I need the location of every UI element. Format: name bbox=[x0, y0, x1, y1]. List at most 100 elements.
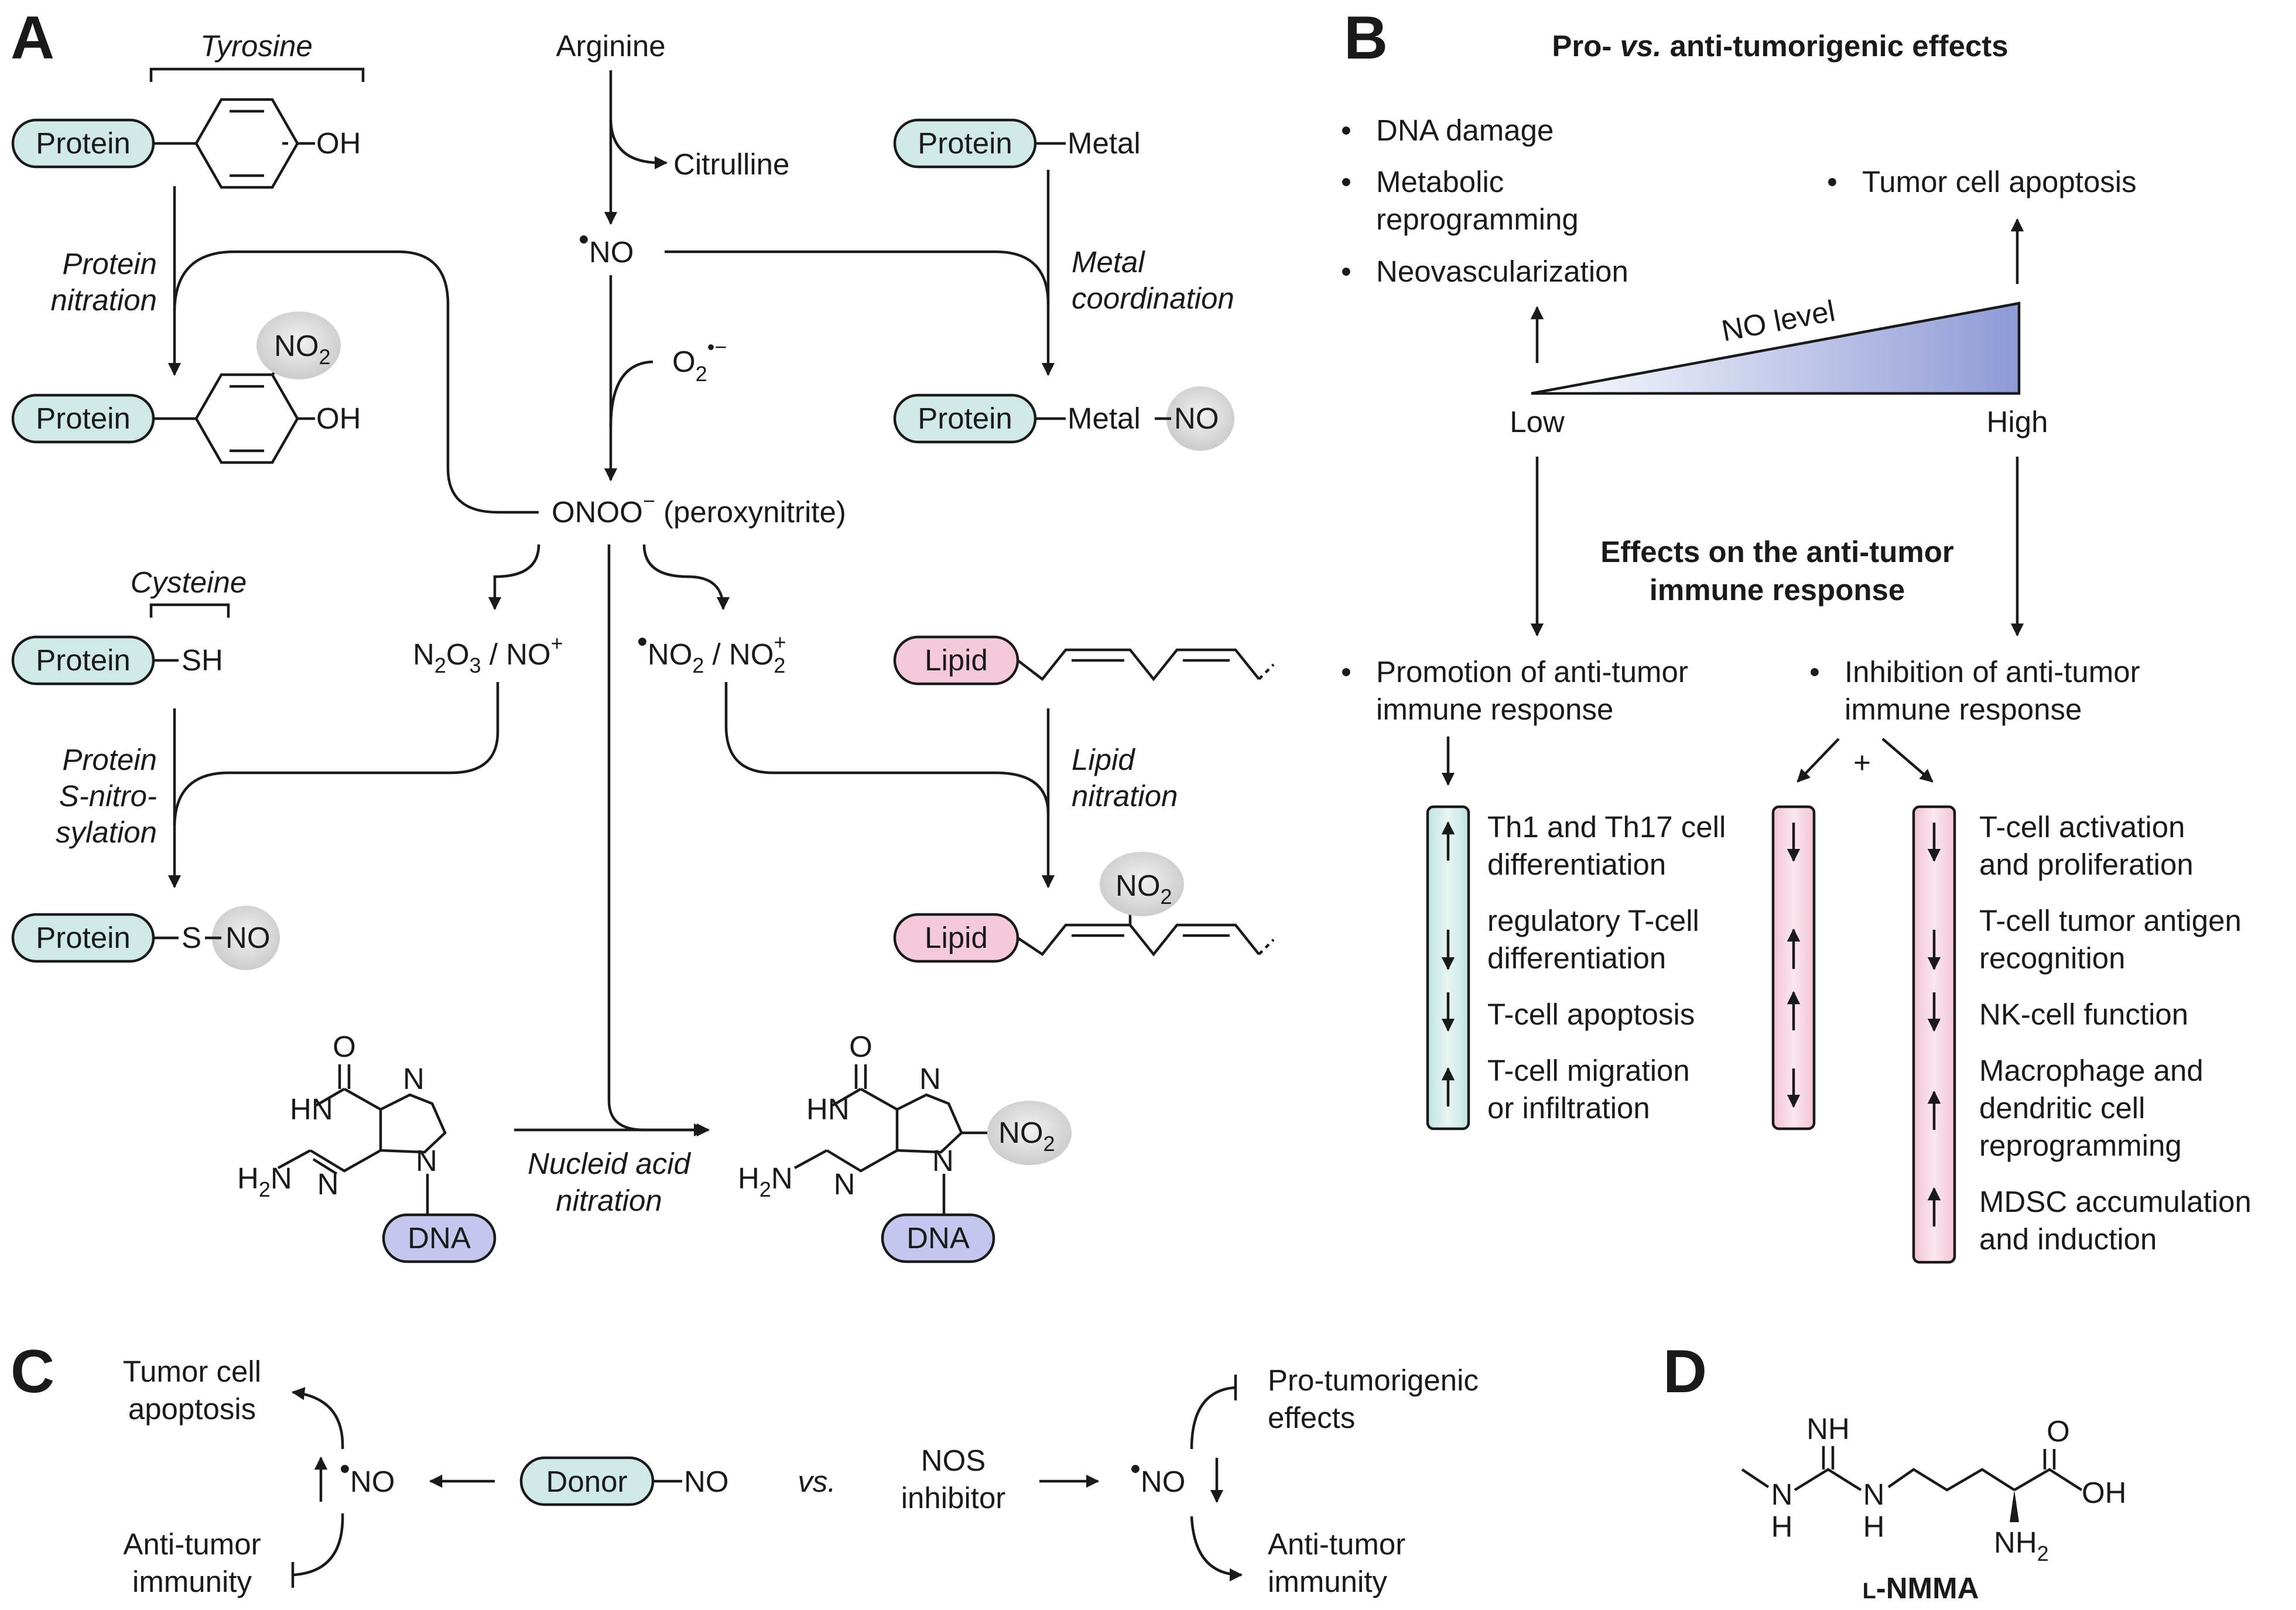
dna-label: DNA bbox=[408, 1221, 471, 1255]
pro-item-metabolic: Metabolic bbox=[1376, 165, 1504, 198]
left-effect-2-line-2: differentiation bbox=[1487, 941, 1666, 975]
low-label: Low bbox=[1510, 405, 1565, 439]
protein-nitration-label-2: nitration bbox=[51, 283, 157, 317]
n-label: N bbox=[919, 1062, 941, 1095]
h2n-label: H2N bbox=[237, 1162, 292, 1201]
imidazole-ring bbox=[379, 1093, 447, 1154]
no2-to-lipid-line bbox=[724, 682, 1050, 814]
nitro-highlight bbox=[256, 311, 341, 379]
protein-nitrotyrosine: Protein OH NO2 bbox=[11, 311, 361, 464]
oh-label: OH bbox=[316, 126, 361, 160]
protein-label: Protein bbox=[918, 402, 1012, 435]
protein-nitration-label-1: Protein bbox=[62, 247, 157, 280]
o-label: O bbox=[849, 1030, 872, 1063]
s-nitrosylation-label-1: Protein bbox=[62, 743, 157, 776]
n-label: N bbox=[932, 1144, 954, 1177]
nitro-highlight bbox=[1166, 386, 1234, 451]
no-inhibits-immunity bbox=[291, 1513, 344, 1588]
carboxyl-bonds bbox=[2013, 1449, 2083, 1491]
citrulline-label: Citrulline bbox=[673, 148, 789, 181]
metal-label: Metal bbox=[1067, 402, 1141, 435]
n-label: N bbox=[1863, 1478, 1885, 1511]
right-effect-2-line-2: recognition bbox=[1979, 941, 2126, 975]
anti-tumor-immunity-right-2: immunity bbox=[1268, 1565, 1388, 1598]
carbonyl bbox=[338, 1064, 351, 1089]
immune-title-2: immune response bbox=[1650, 573, 1905, 607]
bullet: • bbox=[1827, 165, 1838, 198]
protein-metal-no: Protein Metal NO bbox=[893, 386, 1234, 451]
oh-label: OH bbox=[316, 402, 361, 435]
arginine-label: Arginine bbox=[556, 29, 665, 63]
cysteine-bracket bbox=[149, 603, 230, 618]
protein-label: Protein bbox=[36, 643, 131, 677]
bonds bbox=[277, 1149, 338, 1175]
lipid-label: Lipid bbox=[925, 921, 988, 954]
left-effect-4-line-2: or infiltration bbox=[1487, 1091, 1650, 1125]
nh-label: NH bbox=[1806, 1412, 1850, 1445]
no-label-left: •NO bbox=[340, 1452, 395, 1498]
n-label: N bbox=[1771, 1478, 1793, 1511]
panel-b-label: B bbox=[1344, 4, 1388, 72]
h-label: H bbox=[1863, 1510, 1885, 1543]
nos-label-1: NOS bbox=[921, 1444, 986, 1477]
guanine: O HN N H2N N N DNA bbox=[237, 1030, 497, 1263]
n2o3-to-protein-line bbox=[173, 682, 499, 826]
no2-label: NO2 bbox=[274, 329, 331, 369]
panel-b: B Pro- vs. anti-tumorigenic effects • DN… bbox=[1341, 4, 2251, 1264]
panel-c: C Tumor cell apoptosis Anti-tumor immuni… bbox=[11, 1338, 1479, 1598]
panel-a-label: A bbox=[11, 4, 54, 72]
right-effect-3: NK-cell function bbox=[1979, 998, 2188, 1031]
anti-tumor-immunity-label-2: immunity bbox=[132, 1565, 252, 1598]
nitro-highlight bbox=[212, 906, 280, 970]
inhibition-arrow-right bbox=[1881, 738, 1934, 783]
lipid: Lipid bbox=[893, 635, 1275, 686]
dna-pill bbox=[382, 1213, 497, 1263]
protein-s-no: Protein S NO bbox=[11, 906, 280, 970]
no-level-triangle bbox=[1531, 302, 2021, 395]
no2-branch-arrow bbox=[642, 544, 730, 611]
lipid-chain-continue bbox=[1258, 938, 1275, 955]
panel-d: D NH N H N H O OH NH2 L-NMMA bbox=[1663, 1338, 2127, 1605]
superoxide-line bbox=[609, 360, 653, 428]
citrulline-arrow bbox=[609, 119, 668, 170]
no2-radical-label: •NO2 / NO2+ bbox=[637, 625, 786, 677]
pro-tumorigenic-label-1: Pro-tumorigenic bbox=[1268, 1364, 1479, 1397]
right-effect-1-line-1: T-cell activation bbox=[1979, 810, 2185, 844]
s-nitrosylation-label-3: sylation bbox=[56, 816, 157, 849]
n2o3-branch-arrow bbox=[488, 544, 540, 611]
donor-label: Donor bbox=[546, 1465, 628, 1498]
sh-label: SH bbox=[182, 643, 223, 677]
right-effect-5-line-1: MDSC accumulation bbox=[1979, 1185, 2251, 1218]
tumor-apoptosis-label-2: apoptosis bbox=[128, 1392, 256, 1426]
anti-tumor-immunity-label-1: Anti-tumor bbox=[123, 1527, 261, 1561]
metal-label: Metal bbox=[1067, 126, 1141, 160]
panel-b-title: Pro- vs. anti-tumorigenic effects bbox=[1552, 29, 2008, 63]
no-label: NO bbox=[225, 921, 271, 954]
metal-coordination-label-2: coordination bbox=[1072, 282, 1234, 315]
benzene-ring bbox=[194, 373, 299, 464]
pro-item-neovascularization: Neovascularization bbox=[1376, 255, 1628, 288]
ring-double-bonds bbox=[230, 109, 288, 177]
left-effect-4-line-1: T-cell migration bbox=[1487, 1054, 1690, 1087]
imidazole-ring bbox=[896, 1093, 963, 1154]
superoxide-label: O2•− bbox=[672, 335, 727, 386]
wedge-bond bbox=[2010, 1490, 2019, 1522]
n2o3-label: N2O3 / NO+ bbox=[413, 631, 563, 677]
anti-tumor-immunity-right-1: Anti-tumor bbox=[1268, 1527, 1405, 1561]
pro-item-reprogramming: reprogramming bbox=[1376, 203, 1579, 236]
l-nmma-skeleton bbox=[1741, 1468, 2016, 1492]
protein-metal: Protein Metal bbox=[893, 118, 1141, 169]
nitrolipid-chain bbox=[1017, 923, 1260, 957]
bullet: • bbox=[1341, 114, 1351, 147]
lipid-label: Lipid bbox=[925, 643, 988, 677]
metal-coordination-label-1: Metal bbox=[1072, 245, 1145, 279]
nitro-highlight bbox=[1100, 852, 1184, 916]
ring-double-bonds bbox=[230, 385, 264, 453]
inhibition-effects-bar-right bbox=[1912, 805, 1956, 1264]
lipid-nitration-label-1: Lipid bbox=[1072, 743, 1135, 776]
n-label: N bbox=[416, 1144, 437, 1177]
immune-title-1: Effects on the anti-tumor bbox=[1600, 535, 1954, 568]
s-nitrosylation-label-2: S-nitro- bbox=[59, 779, 157, 813]
right-effect-5-line-2: and induction bbox=[1979, 1222, 2157, 1256]
l-nmma-name: L-NMMA bbox=[1863, 1571, 1979, 1605]
